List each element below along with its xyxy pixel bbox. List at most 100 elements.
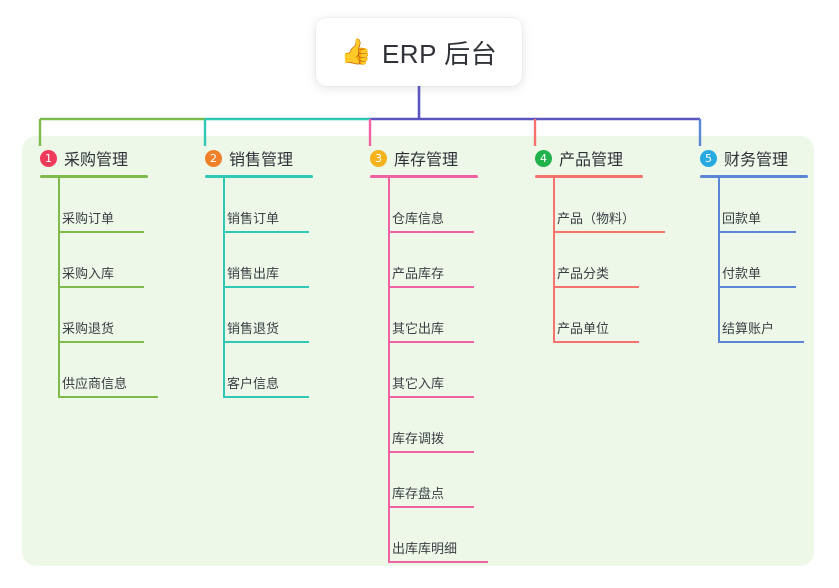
branch-item-underline bbox=[388, 561, 488, 563]
branch-item[interactable]: 产品（物料） bbox=[535, 178, 665, 233]
root-title: ERP 后台 bbox=[381, 38, 498, 69]
branch-item-underline bbox=[553, 286, 639, 288]
branch-item-label: 采购订单 bbox=[62, 211, 115, 226]
branch-title-4: 产品管理 bbox=[559, 152, 624, 169]
branch-underline-2 bbox=[205, 175, 313, 178]
branch-column-2: 2 销售管理销售订单销售出库销售退货客户信息 bbox=[205, 146, 313, 398]
branch-header-2[interactable]: 2 销售管理 bbox=[205, 146, 313, 170]
branch-title-1: 采购管理 bbox=[64, 152, 129, 169]
branch-item-label: 产品（物料） bbox=[557, 211, 636, 226]
branch-item-label: 库存调拨 bbox=[392, 431, 445, 446]
branch-item-underline bbox=[388, 396, 474, 398]
branch-item-underline bbox=[553, 341, 639, 343]
branch-item-label: 产品单位 bbox=[557, 321, 610, 336]
branch-item[interactable]: 销售订单 bbox=[205, 178, 313, 233]
branch-stem-5 bbox=[718, 178, 720, 343]
branch-underline-1 bbox=[40, 175, 148, 178]
branch-item-label: 采购入库 bbox=[62, 266, 115, 281]
branch-header-1[interactable]: 1 采购管理 bbox=[40, 146, 148, 170]
branch-item[interactable]: 销售退货 bbox=[205, 288, 313, 343]
branch-badge-3: 3 bbox=[370, 149, 387, 167]
branch-item-label: 采购退货 bbox=[62, 321, 115, 336]
branch-title-2: 销售管理 bbox=[229, 152, 294, 169]
branch-header-5[interactable]: 5 财务管理 bbox=[700, 146, 808, 170]
branch-item-label: 其它入库 bbox=[392, 376, 445, 391]
branch-stem-2 bbox=[223, 178, 225, 398]
branch-item[interactable]: 其它出库 bbox=[370, 288, 478, 343]
branch-item-label: 产品库存 bbox=[392, 266, 445, 281]
branch-item[interactable]: 仓库信息 bbox=[370, 178, 478, 233]
branch-item[interactable]: 采购入库 bbox=[40, 233, 148, 288]
branch-item-list-4: 产品（物料） 产品分类产品单位 bbox=[535, 178, 665, 343]
branch-item[interactable]: 销售出库 bbox=[205, 233, 313, 288]
branch-item-underline bbox=[388, 231, 474, 233]
branch-item-underline bbox=[58, 341, 144, 343]
branch-item-list-2: 销售订单销售出库销售退货客户信息 bbox=[205, 178, 313, 398]
branch-item-underline bbox=[388, 286, 474, 288]
branch-item-label: 付款单 bbox=[722, 266, 762, 281]
branch-stem-1 bbox=[58, 178, 60, 398]
branch-item-underline bbox=[553, 231, 665, 233]
branch-header-3[interactable]: 3 库存管理 bbox=[370, 146, 478, 170]
branch-panel bbox=[22, 136, 814, 566]
branch-item[interactable]: 采购退货 bbox=[40, 288, 148, 343]
branch-item-label: 供应商信息 bbox=[62, 376, 128, 391]
branch-title-3: 库存管理 bbox=[394, 152, 459, 169]
branch-badge-1: 1 bbox=[40, 149, 57, 167]
branch-item-label: 仓库信息 bbox=[392, 211, 445, 226]
branch-column-5: 5 财务管理回款单付款单结算账户 bbox=[700, 146, 808, 343]
branch-item[interactable]: 产品单位 bbox=[535, 288, 643, 343]
branch-item[interactable]: 付款单 bbox=[700, 233, 808, 288]
branch-underline-5 bbox=[700, 175, 808, 178]
branch-header-4[interactable]: 4 产品管理 bbox=[535, 146, 643, 170]
branch-item[interactable]: 库存盘点 bbox=[370, 453, 478, 508]
branch-item-label: 销售退货 bbox=[227, 321, 280, 336]
branch-item[interactable]: 产品库存 bbox=[370, 233, 478, 288]
branch-item[interactable]: 结算账户 bbox=[700, 288, 808, 343]
branch-item-label: 回款单 bbox=[722, 211, 762, 226]
branch-item-underline bbox=[223, 286, 309, 288]
branch-column-3: 3 库存管理仓库信息产品库存其它出库其它入库库存调拨库存盘点出库库明细 bbox=[370, 146, 488, 563]
branch-item-underline bbox=[223, 396, 309, 398]
branch-item-underline bbox=[718, 231, 796, 233]
branch-underline-3 bbox=[370, 175, 478, 178]
branch-item-underline bbox=[58, 286, 144, 288]
branch-item[interactable]: 客户信息 bbox=[205, 343, 313, 398]
branch-item[interactable]: 采购订单 bbox=[40, 178, 148, 233]
branch-item-underline bbox=[58, 396, 158, 398]
branch-item-label: 客户信息 bbox=[227, 376, 280, 391]
branch-item-label: 出库库明细 bbox=[392, 541, 458, 556]
thumbs-up-icon: 👍 bbox=[340, 37, 372, 66]
branch-item-list-3: 仓库信息产品库存其它出库其它入库库存调拨库存盘点出库库明细 bbox=[370, 178, 488, 563]
branch-column-4: 4 产品管理产品（物料） 产品分类产品单位 bbox=[535, 146, 665, 343]
branch-item-label: 销售订单 bbox=[227, 211, 280, 226]
root-node[interactable]: 👍 ERP 后台 bbox=[316, 18, 522, 86]
branch-item-label: 产品分类 bbox=[557, 266, 610, 281]
branch-badge-4: 4 bbox=[535, 149, 552, 167]
branch-item[interactable]: 其它入库 bbox=[370, 343, 478, 398]
branch-badge-5: 5 bbox=[700, 149, 717, 167]
branch-item-list-5: 回款单付款单结算账户 bbox=[700, 178, 808, 343]
branch-item[interactable]: 库存调拨 bbox=[370, 398, 478, 453]
branch-item-underline bbox=[388, 506, 474, 508]
branch-item-label: 库存盘点 bbox=[392, 486, 445, 501]
branch-stem-3 bbox=[388, 178, 390, 563]
branch-item[interactable]: 回款单 bbox=[700, 178, 808, 233]
branch-item[interactable]: 出库库明细 bbox=[370, 508, 488, 563]
branch-item-label: 其它出库 bbox=[392, 321, 445, 336]
branch-item-label: 销售出库 bbox=[227, 266, 280, 281]
branch-title-5: 财务管理 bbox=[724, 152, 789, 169]
branch-item[interactable]: 产品分类 bbox=[535, 233, 643, 288]
branch-item-list-1: 采购订单采购入库采购退货供应商信息 bbox=[40, 178, 158, 398]
branch-item-underline bbox=[388, 341, 474, 343]
branch-item-underline bbox=[58, 231, 144, 233]
branch-item-underline bbox=[223, 231, 309, 233]
branch-item-underline bbox=[223, 341, 309, 343]
branch-item[interactable]: 供应商信息 bbox=[40, 343, 158, 398]
branch-badge-2: 2 bbox=[205, 149, 222, 167]
branch-underline-4 bbox=[535, 175, 643, 178]
branch-item-underline bbox=[388, 451, 474, 453]
branch-item-label: 结算账户 bbox=[722, 321, 775, 336]
branch-item-underline bbox=[718, 341, 804, 343]
